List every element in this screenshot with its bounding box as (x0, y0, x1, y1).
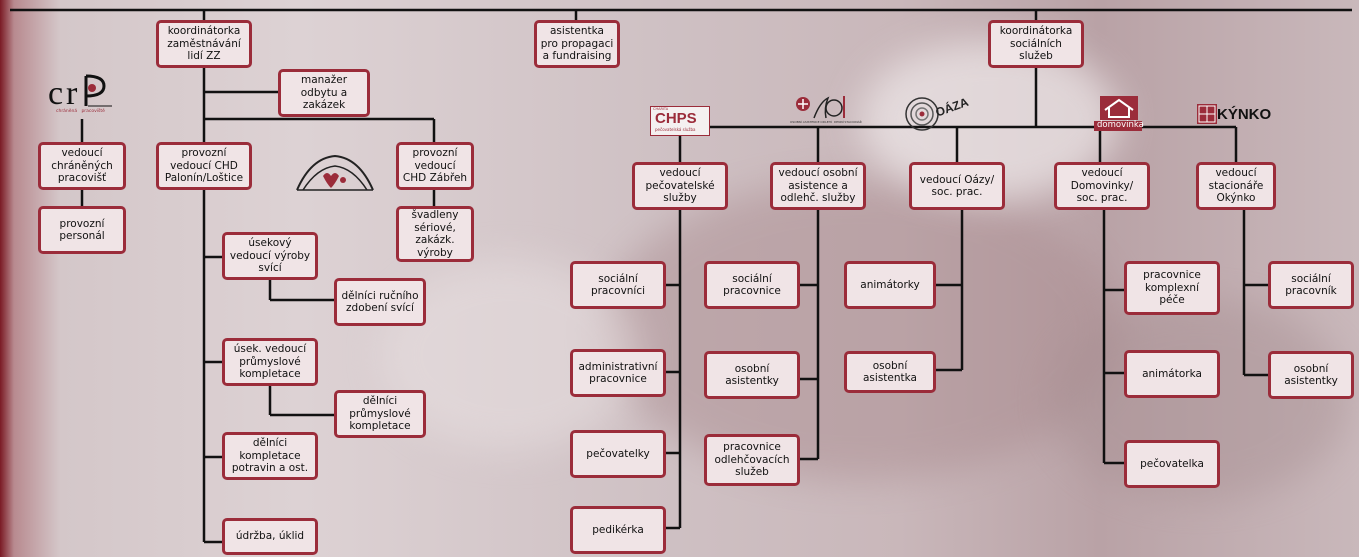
node-animatorka: animátorka (1124, 350, 1220, 398)
chps-logo-text: CHPS (655, 110, 697, 127)
node-delnici-potravin: dělníci kompletace potravin a ost. (222, 432, 318, 480)
domovinka-logo-text: domovinka (1097, 120, 1144, 130)
oaza-spiral-icon (905, 97, 939, 131)
node-delnici-svici: dělníci ručního zdobení svící (334, 278, 426, 326)
node-usek-vedouci-prum: úsek. vedoucí průmyslové kompletace (222, 338, 318, 386)
domovinka-house-icon (1100, 96, 1138, 120)
node-pecovatelka: pečovatelka (1124, 440, 1220, 488)
cp-logo-icon: c r (48, 74, 112, 112)
background-blob (600, 180, 1120, 480)
node-pracovnice-odlehcovacich: pracovnice odlehčovacích služeb (704, 434, 800, 486)
node-vedouci-pecovatelske: vedoucí pečovatelské služby (632, 162, 728, 210)
chps-logo: CHARITA CHPS pečovatelská služba (650, 106, 710, 136)
cp-logo-caption: chráněná pracoviště (56, 109, 105, 114)
node-vedouci-chranenych: vedoucí chráněných pracovišť (38, 142, 126, 190)
hands-hearts-icon (296, 154, 374, 191)
okynko-logo: KÝNKO (1197, 104, 1293, 134)
node-provozni-vedouci-zabreh: provozní vedoucí CHD Zábřeh (396, 142, 474, 190)
node-usekovy-vedouci-svici: úsekový vedoucí výroby svící (222, 232, 318, 280)
node-pedikerka: pedikérka (570, 506, 666, 554)
node-osobni-asistentka: osobní asistentka (844, 351, 936, 393)
domovinka-logo: domovinka (1094, 96, 1144, 132)
node-vedouci-oazy: vedoucí Oázy/ soc. prac. (909, 162, 1005, 210)
node-socialni-pracovnice: sociální pracovnice (704, 261, 800, 309)
hands-hearts-logo (293, 150, 377, 196)
node-provozni-vedouci-chd: provozní vedoucí CHD Palonín/Loštice (156, 142, 252, 190)
node-delnici-prum: dělníci průmyslové kompletace (334, 390, 426, 438)
domovinka-label-box (1094, 121, 1142, 131)
osobni-asistence-icon (796, 96, 845, 119)
node-udrzba: údržba, úklid (222, 518, 318, 555)
node-pecovatelky: pečovatelky (570, 430, 666, 478)
node-vedouci-domovinky: vedoucí Domovinky/ soc. prac. (1054, 162, 1150, 210)
node-vedouci-stacionare: vedoucí stacionáře Okýnko (1196, 162, 1276, 210)
house-icon (1104, 98, 1134, 118)
okynko-logo-text: KÝNKO (1217, 106, 1272, 123)
node-administrativni-pracovnice: administrativní pracovnice (570, 349, 666, 397)
osobni-asistence-caption2: DENNÍ STACIONÁŘ (834, 120, 862, 124)
chps-logo-caption: pečovatelská služba (655, 127, 696, 132)
node-osobni-asistentky: osobní asistentky (704, 351, 800, 399)
osobni-asistence-logo: OSOBNÍ ASISTENCE ODLEHČOVACÍ SLUŽBA DENN… (790, 94, 862, 128)
okynko-window-icon (1197, 104, 1217, 124)
svg-text:c: c (48, 75, 63, 112)
node-vedouci-osobni: vedoucí osobní asistence a odlehč. služb… (770, 162, 866, 210)
node-socialni-pracovnici: sociální pracovníci (570, 261, 666, 309)
node-koordinatorka-socialnich: koordinátorka sociálních služeb (988, 20, 1084, 68)
node-svadleny: švadleny sériové, zakázk. výroby (396, 206, 474, 262)
osobni-asistence-caption: OSOBNÍ ASISTENCE ODLEHČOVACÍ SLUŽBA (790, 120, 832, 124)
chps-logo-small: CHARITA (653, 107, 669, 111)
chranena-pracoviste-logo: c r chráněná pracoviště (48, 72, 120, 118)
node-koordinatorka-zamestnavani: koordinátorka zaměstnávání lidí ZZ (156, 20, 252, 68)
node-manazer: manažer odbytu a zakázek (278, 69, 370, 117)
node-asistentka-propagace: asistentka pro propagaci a fundraising (534, 20, 620, 68)
node-pracovnice-komplexni: pracovnice komplexní péče (1124, 261, 1220, 315)
oaza-logo: OÁZA (904, 95, 978, 132)
node-socialni-pracovnik: sociální pracovník (1268, 261, 1354, 309)
node-animatorky: animátorky (844, 261, 936, 309)
node-osobni-asistentky-okynko: osobní asistentky (1268, 351, 1354, 399)
svg-text:r: r (66, 75, 78, 112)
node-provozni-personal: provozní personál (38, 206, 126, 254)
